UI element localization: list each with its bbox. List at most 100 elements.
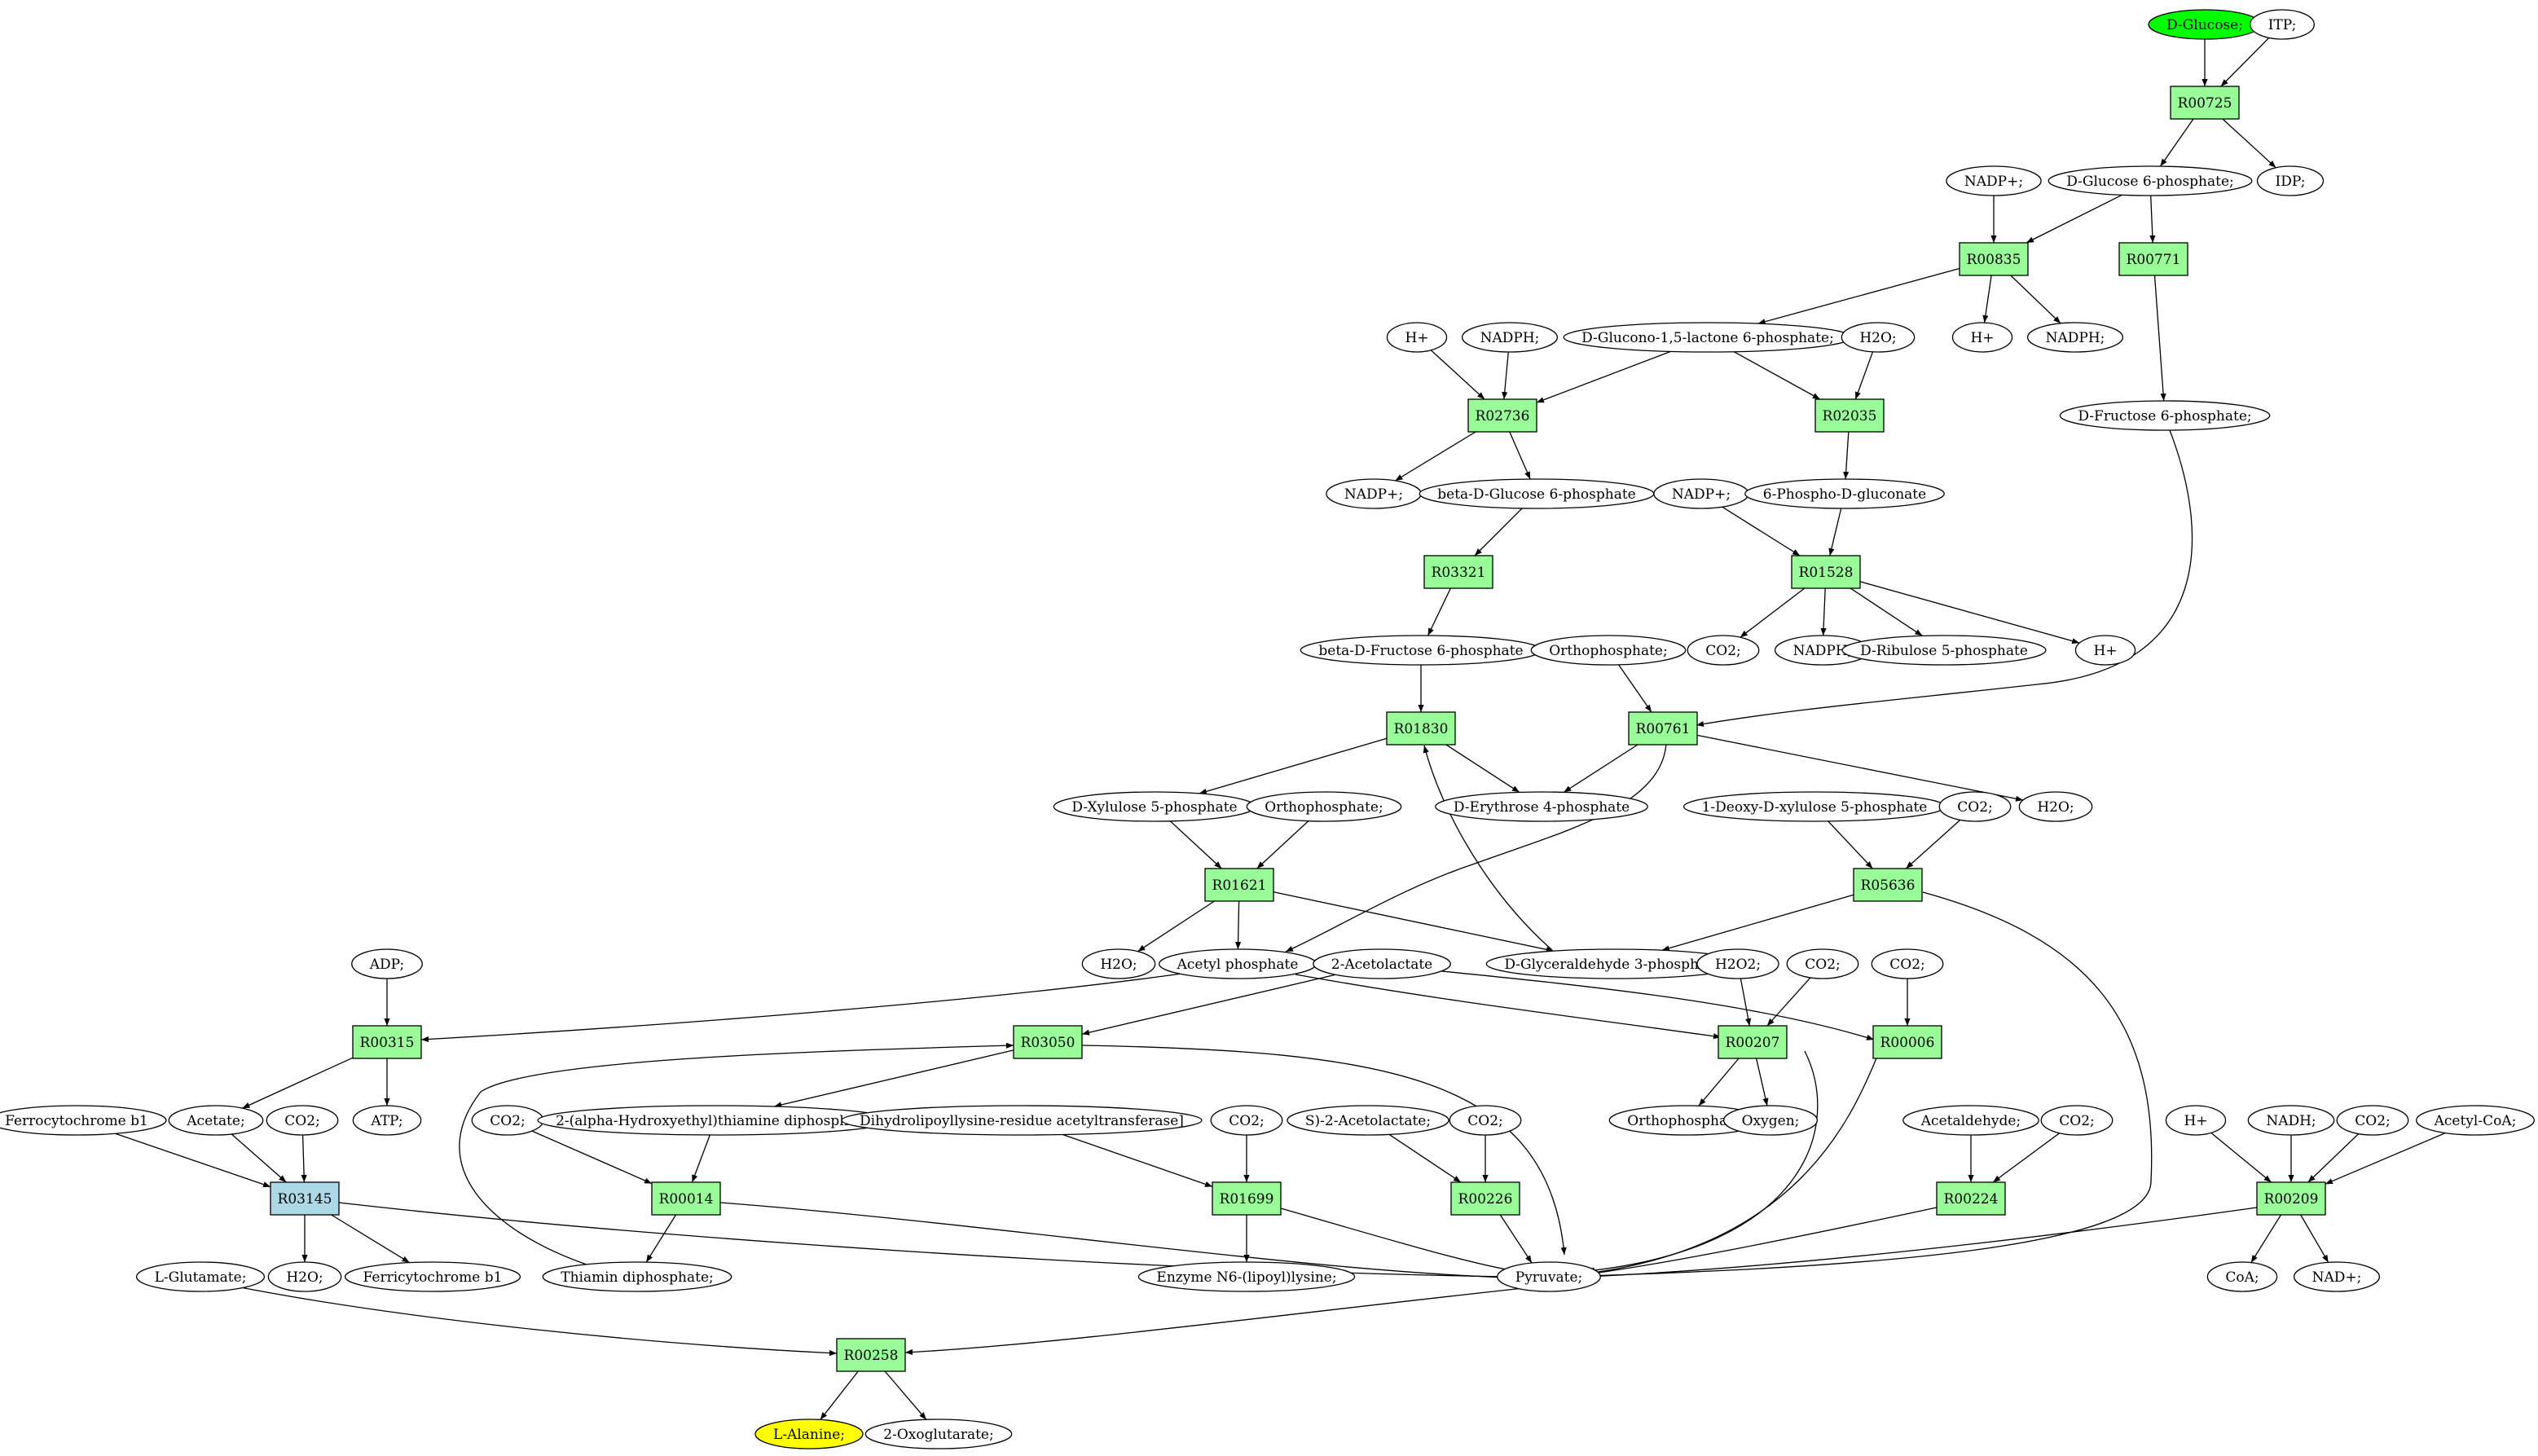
node-label: Orthophosphate; (1265, 799, 1383, 816)
metabolite-node-beta-d-fructose-6-phosphate[interactable]: beta-D-Fructose 6-phosphate (1300, 635, 1542, 666)
metabolite-node-pyruvate[interactable]: Pyruvate; (1497, 1261, 1601, 1292)
metabolite-node-d-fructose-6-phosphate[interactable]: D-Fructose 6-phosphate; (2059, 400, 2271, 431)
edge-r00761-to-h2o2 (1696, 734, 2024, 802)
metabolite-node-6-phospho-d-gluconate[interactable]: 6-Phospho-D-gluconate (1744, 478, 1945, 509)
metabolite-node-h[interactable]: H+ (2074, 635, 2136, 666)
metabolite-node-nadph[interactable]: NADPH; (1774, 635, 1872, 666)
reaction-node-r00725[interactable]: R00725 (2170, 86, 2240, 120)
metabolite-node-co2[interactable]: CO2; (1786, 948, 1859, 979)
metabolite-node-co2[interactable]: CO2; (1938, 791, 2012, 822)
metabolite-node-co2[interactable]: CO2; (1687, 635, 1760, 666)
metabolite-node-ferrocytochrome-b1[interactable]: Ferrocytochrome b1 (0, 1105, 167, 1136)
metabolite-node-adp[interactable]: ADP; (351, 948, 423, 979)
metabolite-node-idp[interactable]: IDP; (2256, 165, 2325, 196)
node-label: H2O; (286, 1269, 323, 1286)
metabolite-node-2-acetolactate[interactable]: 2-Acetolactate (1313, 948, 1451, 979)
metabolite-node-d-glyceraldehyde-3-phosphate[interactable]: D-Glyceraldehyde 3-phosphate; (1485, 948, 1744, 979)
reaction-node-r02736[interactable]: R02736 (1467, 398, 1537, 433)
metabolite-node-ferricytochrome-b1[interactable]: Ferricytochrome b1 (344, 1261, 521, 1292)
metabolite-node-s-2-acetolactate[interactable]: S)-2-Acetolactate; (1287, 1105, 1449, 1136)
metabolite-node-co2[interactable]: CO2; (266, 1105, 339, 1136)
reaction-node-r01528[interactable]: R01528 (1791, 555, 1861, 589)
metabolite-node-co2[interactable]: CO2; (1210, 1105, 1283, 1136)
metabolite-node-thiamin-diphosphate[interactable]: Thiamin diphosphate; (542, 1261, 732, 1292)
metabolite-node-d-glucono-1-5-lactone-6-phosphate[interactable]: D-Glucono-1,5-lactone 6-phosphate; (1563, 322, 1853, 353)
reaction-node-r02035[interactable]: R02035 (1814, 398, 1885, 433)
metabolite-node-orthophosphate[interactable]: Orthophosphate; (1246, 791, 1402, 822)
metabolite-node-orthophosphate[interactable]: Orthophosphate; (1530, 635, 1687, 666)
metabolite-node-itp[interactable]: ITP; (2250, 9, 2315, 40)
node-label: Acetyl-CoA; (2434, 1113, 2517, 1129)
metabolite-ellipse (1902, 1105, 2039, 1136)
metabolite-node-h2o[interactable]: H2O; (1081, 948, 1156, 979)
metabolite-node-l-alanine[interactable]: L-Alanine; (754, 1419, 864, 1449)
metabolite-node-d-glucose[interactable]: D-Glucose; (2148, 9, 2262, 40)
node-label: ATP; (370, 1113, 402, 1129)
metabolite-node-2-oxoglutarate[interactable]: 2-Oxoglutarate; (864, 1419, 1013, 1449)
reaction-node-r05636[interactable]: R05636 (1853, 868, 1923, 902)
metabolite-node-co2[interactable]: CO2; (471, 1105, 544, 1136)
reaction-node-r01830[interactable]: R01830 (1386, 711, 1456, 746)
edge-h2-to-r02736 (1430, 350, 1485, 400)
reaction-node-r03321[interactable]: R03321 (1423, 555, 1493, 589)
metabolite-node-co2[interactable]: CO2; (2336, 1105, 2409, 1136)
metabolite-node-nadp[interactable]: NADP+; (1653, 478, 1749, 509)
metabolite-node-acetate[interactable]: Acetate; (168, 1105, 264, 1136)
reaction-node-r00771[interactable]: R00771 (2118, 242, 2188, 276)
metabolite-node-enzyme-n6-lipoyl-lysine[interactable]: Enzyme N6-(lipoyl)lysine; (1137, 1261, 1356, 1292)
metabolite-node-atp[interactable]: ATP; (352, 1105, 422, 1136)
reaction-node-r00226[interactable]: R00226 (1450, 1181, 1520, 1216)
node-label: 1-Deoxy-D-xylulose 5-phosphate (1702, 799, 1928, 816)
metabolite-node-nadh[interactable]: NADH; (2247, 1105, 2335, 1136)
metabolite-node-1-deoxy-d-xylulose-5-phosphate[interactable]: 1-Deoxy-D-xylulose 5-phosphate (1682, 791, 1946, 822)
metabolite-node-acetyl-phosphate[interactable]: Acetyl phosphate (1158, 948, 1317, 979)
metabolite-node-d-xylulose-5-phosphate[interactable]: D-Xylulose 5-phosphate (1053, 791, 1256, 822)
metabolite-node-h2o[interactable]: H2O; (1841, 322, 1916, 353)
metabolite-node-h2o[interactable]: H2O; (2018, 791, 2093, 822)
metabolite-node-nadp[interactable]: NADP+; (1946, 165, 2042, 196)
reaction-node-r03050[interactable]: R03050 (1013, 1025, 1083, 1059)
metabolite-node-beta-d-glucose-6-phosphate[interactable]: beta-D-Glucose 6-phosphate (1419, 478, 1655, 509)
reaction-node-r00224[interactable]: R00224 (1936, 1181, 2006, 1216)
reaction-node-r00014[interactable]: R00014 (651, 1181, 721, 1216)
reaction-node-r01621[interactable]: R01621 (1204, 868, 1274, 902)
metabolite-node-co2[interactable]: CO2; (1871, 948, 1944, 979)
reaction-node-r03145[interactable]: R03145 (270, 1181, 340, 1216)
metabolite-node-acetaldehyde[interactable]: Acetaldehyde; (1902, 1105, 2039, 1136)
metabolite-node-d-ribulose-5-phosphate[interactable]: D-Ribulose 5-phosphate (1841, 635, 2047, 666)
metabolite-node-nadp[interactable]: NADP+; (1326, 478, 1422, 509)
reaction-node-r00006[interactable]: R00006 (1872, 1025, 1942, 1059)
metabolite-node-h[interactable]: H+ (1951, 322, 2013, 353)
metabolite-node-co2[interactable]: CO2; (2040, 1105, 2114, 1136)
metabolite-node-h[interactable]: H+ (1386, 322, 1448, 353)
metabolite-node-d-erythrose-4-phosphate[interactable]: D-Erythrose 4-phosphate (1435, 791, 1648, 822)
metabolite-node-2-alpha-hydroxyethyl-thiamine-diphosphate[interactable]: 2-(alpha-Hydroxyethyl)thiamine diphospha… (537, 1105, 894, 1136)
metabolite-node-dihydrolipoyllysine-residue-acetyltransferase[interactable]: Dihydrolipoyllysine-residue acetyltransf… (841, 1105, 1203, 1136)
metabolite-node-h2o2[interactable]: H2O2; (1696, 948, 1779, 979)
metabolite-node-h[interactable]: H+ (2165, 1105, 2227, 1136)
metabolite-node-coa[interactable]: CoA; (2206, 1261, 2278, 1292)
reaction-node-r00207[interactable]: R00207 (1718, 1025, 1788, 1059)
edge-r00224-to-pyr (1586, 1207, 1938, 1277)
metabolite-node-nadph[interactable]: NADPH; (2026, 322, 2124, 353)
metabolite-ellipse (1841, 322, 1916, 353)
reaction-node-r00315[interactable]: R00315 (352, 1025, 422, 1059)
metabolite-node-l-glutamate[interactable]: L-Glutamate; (135, 1261, 266, 1292)
reaction-node-r01699[interactable]: R01699 (1212, 1181, 1282, 1216)
reaction-node-r00761[interactable]: R00761 (1628, 711, 1698, 746)
reaction-node-r00209[interactable]: R00209 (2256, 1181, 2326, 1216)
metabolite-node-nad[interactable]: NAD+; (2293, 1261, 2381, 1292)
metabolite-node-h2o[interactable]: H2O; (267, 1261, 342, 1292)
metabolite-node-oxygen[interactable]: Oxygen; (1722, 1105, 1819, 1136)
reaction-box (2118, 242, 2188, 276)
node-label: H2O; (1859, 330, 1896, 346)
edge-r00761-to-e4p (1563, 744, 1638, 793)
reaction-node-r00258[interactable]: R00258 (836, 1338, 906, 1372)
metabolite-node-nadph[interactable]: NADPH; (1461, 322, 1559, 353)
reaction-node-r00835[interactable]: R00835 (1959, 242, 2029, 276)
metabolite-node-d-glucose-6-phosphate[interactable]: D-Glucose 6-phosphate; (2048, 165, 2253, 196)
metabolite-node-orthophosphate[interactable]: Orthophosphate; (1608, 1105, 1765, 1136)
node-label: NAD+; (2312, 1269, 2362, 1286)
metabolite-node-co2[interactable]: CO2; (1449, 1105, 1522, 1136)
metabolite-node-acetyl-coa[interactable]: Acetyl-CoA; (2415, 1105, 2536, 1136)
